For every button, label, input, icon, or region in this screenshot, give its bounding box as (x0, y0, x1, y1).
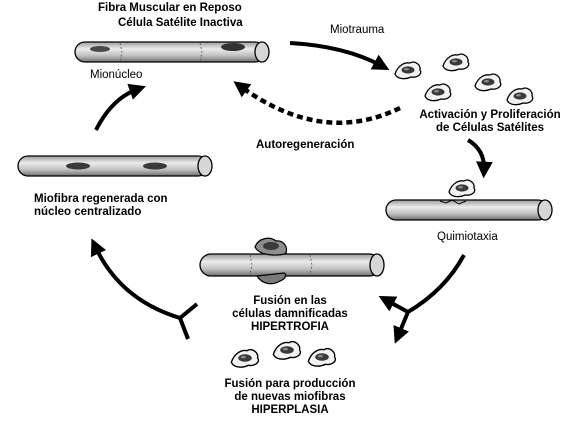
central-nucleus (66, 162, 90, 170)
myonucleus-marker (90, 46, 110, 52)
regenerated-label-line2: núcleo centralizado (34, 206, 142, 218)
chemotaxis-branch-arrow (406, 254, 466, 314)
chemotaxis-label: Quimiotaxia (437, 231, 498, 243)
fused-cell-bottom (255, 272, 287, 285)
hyperplasia-label: Fusión para producción de nuevas miofibr… (205, 378, 375, 417)
regenerated-fiber-label: Miofibra regenerada con núcleo centraliz… (34, 193, 168, 219)
to-chemotaxis-arrow (466, 138, 493, 179)
hypertrophy-label-line3: HIPERTROFIA (251, 321, 329, 333)
hyperplasia-label-line1: Fusión para producción (224, 378, 356, 390)
activated-satellite-cells (394, 53, 534, 106)
hypertrophy-label: Fusión en las células damnificadas HIPER… (220, 295, 360, 334)
inactive-satellite-cell (221, 43, 245, 51)
chemotaxis-fiber (385, 199, 553, 221)
regenerated-fiber (17, 155, 213, 177)
to-regenerated-arrow (90, 238, 181, 320)
hypertrophy-label-line1: Fusión en las (253, 295, 327, 307)
hypertrophy-fiber (199, 237, 385, 285)
myonucleus-label: Mionúcleo (90, 69, 143, 81)
resting-fiber (74, 41, 270, 63)
microtrauma-arrow (289, 41, 390, 70)
hyperplasia-cells (230, 341, 337, 368)
hypertrophy-label-line2: células damnificadas (232, 308, 348, 320)
inactive-satellite-label: Célula Satélite Inactiva (118, 17, 243, 29)
hyperplasia-label-line2: de nuevas miofibras (234, 391, 346, 403)
activation-label-line2: de Células Satélites (435, 122, 545, 134)
central-nucleus (143, 162, 167, 170)
resting-fiber-label: Fibra Muscular en Reposo (98, 2, 242, 14)
migrating-satellite-cell (448, 179, 476, 198)
regenerated-label-line1: Miofibra regenerada con (34, 193, 168, 205)
hyperplasia-label-line3: HIPERPLASIA (251, 404, 329, 416)
microtrauma-label: Miotrauma (330, 24, 385, 36)
activation-label-line1: Activación y Proliferación (419, 109, 561, 121)
activation-label: Activación y Proliferación de Células Sa… (410, 109, 570, 135)
self-renewal-label: Autoregeneración (256, 139, 355, 151)
self-renewal-arrow (233, 81, 401, 125)
to-resting-arrow (94, 83, 146, 131)
